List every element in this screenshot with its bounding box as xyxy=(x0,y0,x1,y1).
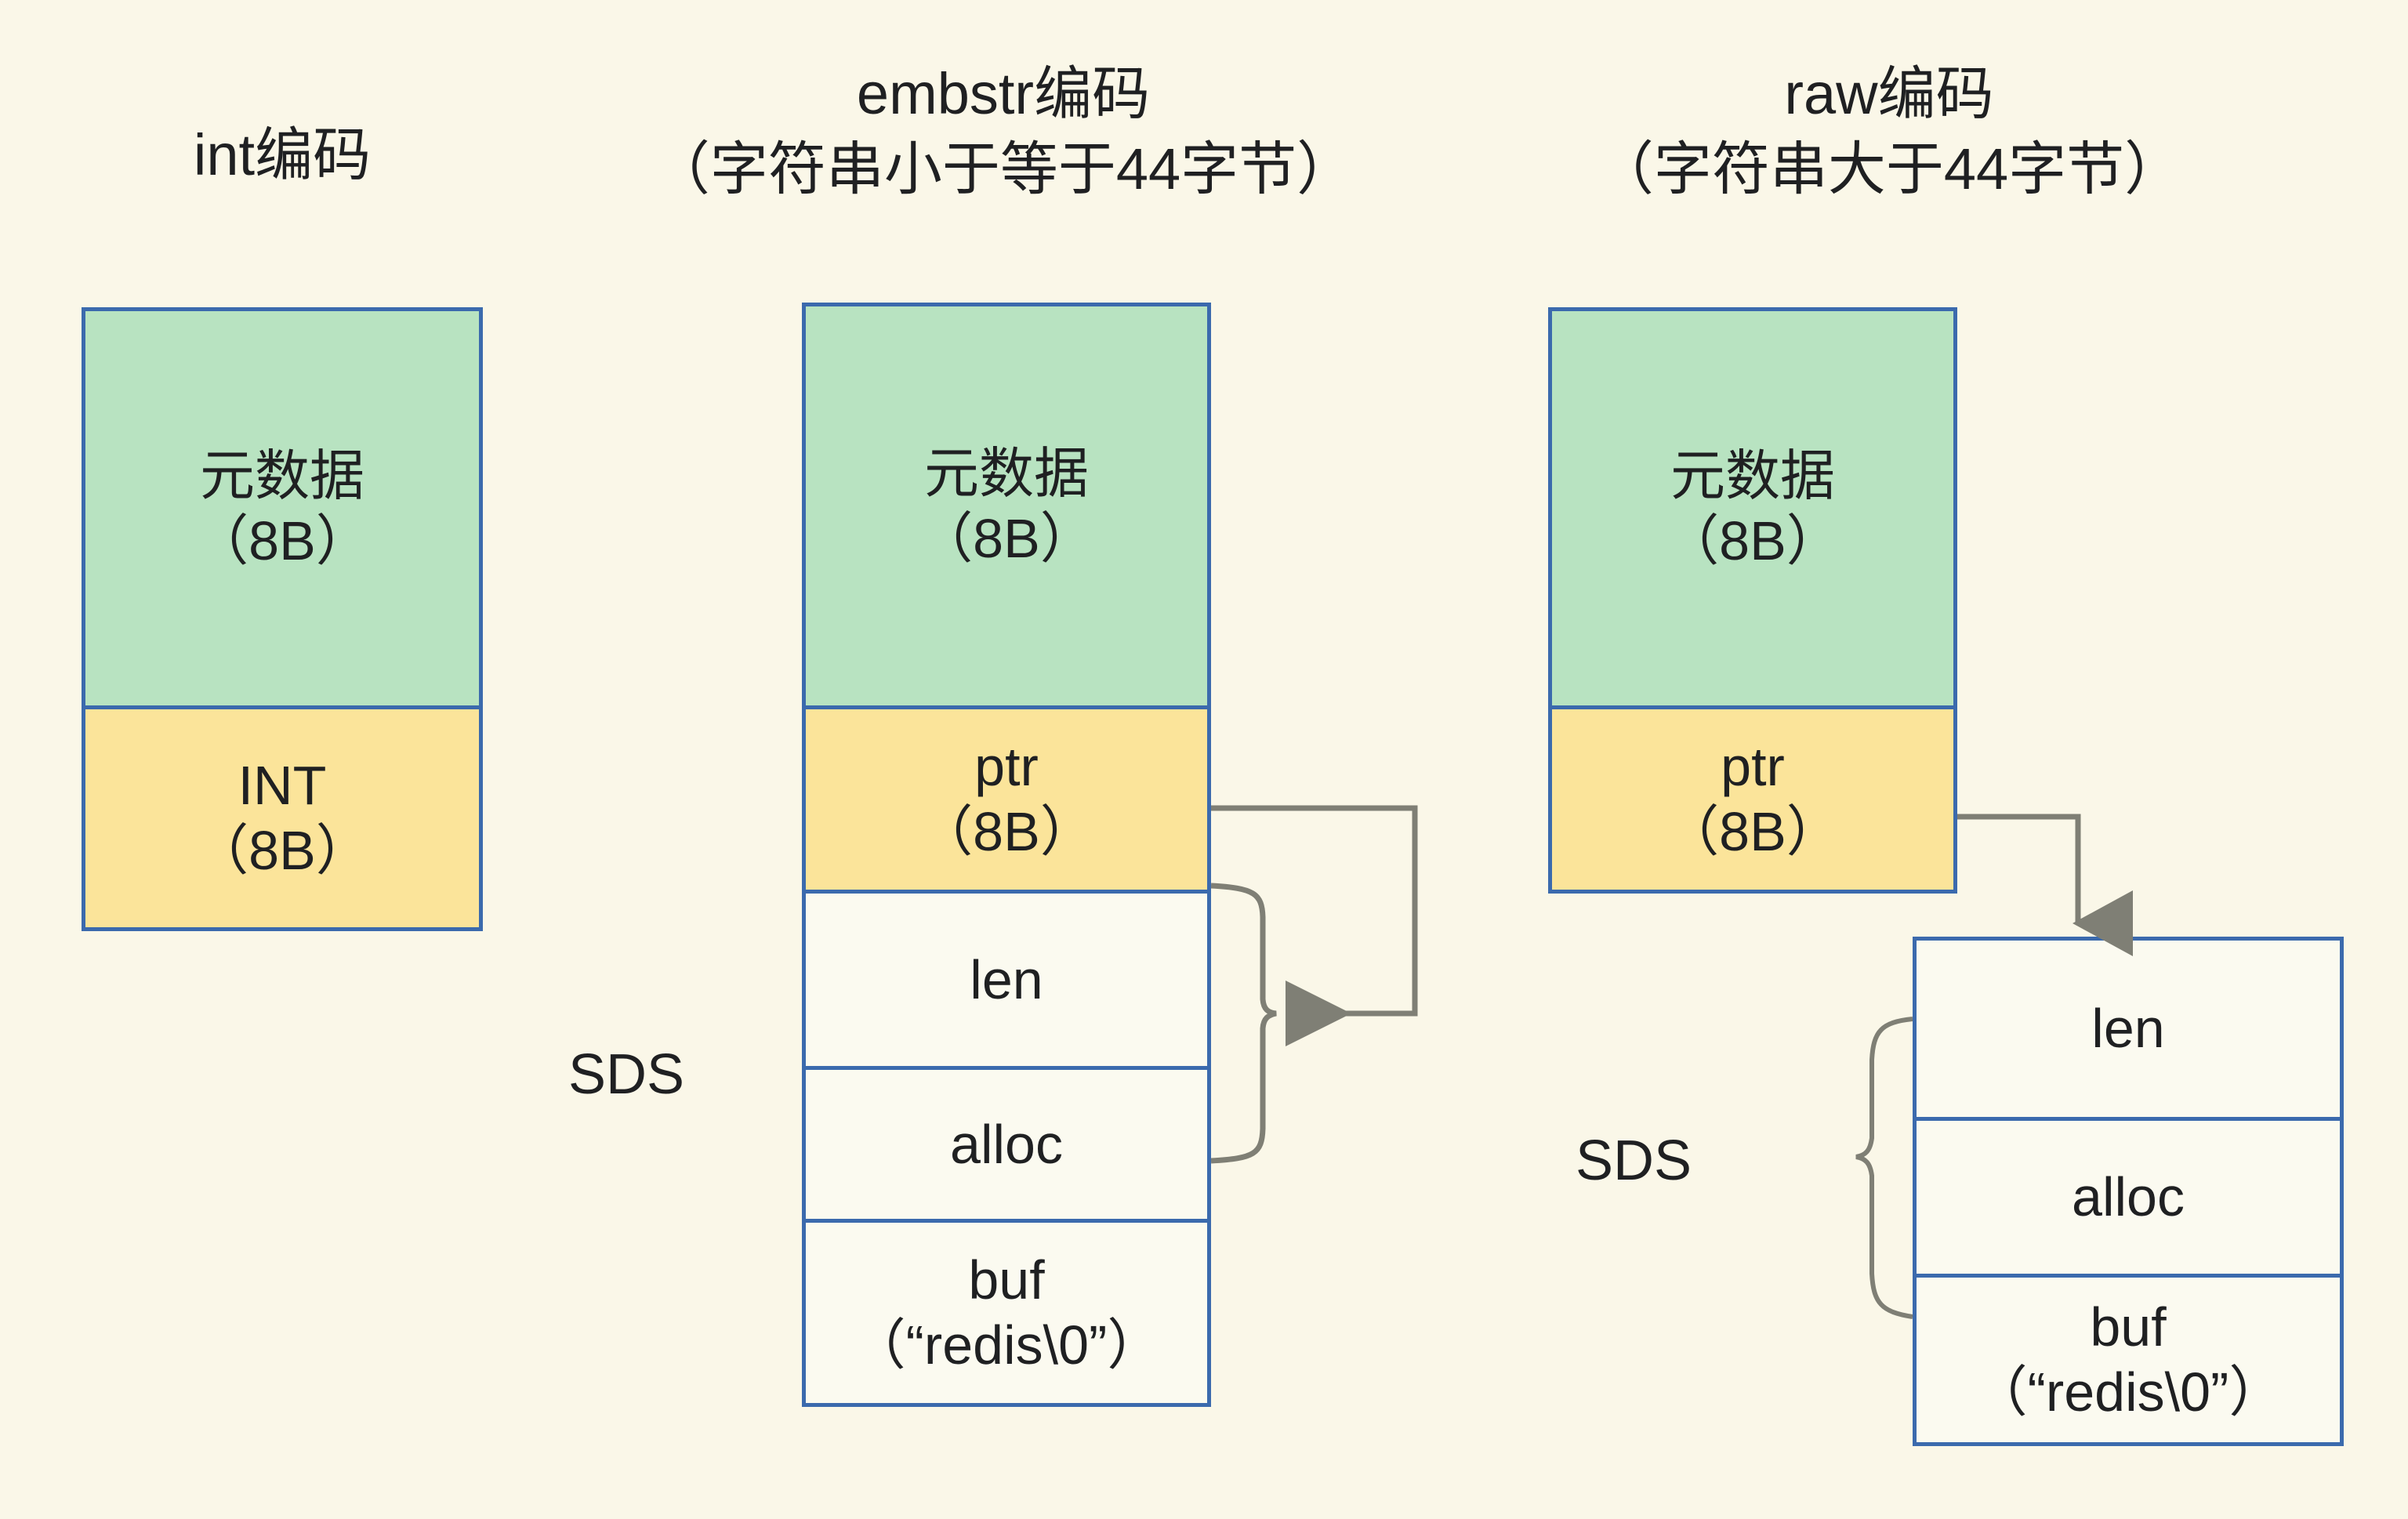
cell-label: alloc xyxy=(950,1113,1063,1175)
sds-brace-embstr xyxy=(1210,883,1277,1164)
cell-embstr-len: len xyxy=(806,894,1207,1066)
sds-brace-raw xyxy=(1855,1017,1913,1319)
sds-label-embstr: SDS xyxy=(568,1043,685,1106)
cell-sublabel: （“redis\0”） xyxy=(1972,1361,2284,1423)
cell-sublabel: （8B） xyxy=(194,820,371,881)
cell-label: alloc xyxy=(2072,1166,2185,1228)
cell-label: 元数据 xyxy=(1670,444,1835,506)
sds-box-raw: len alloc buf （“redis\0”） xyxy=(1913,937,2344,1446)
cell-label: buf xyxy=(2090,1296,2167,1358)
cell-int-value: INT （8B） xyxy=(85,705,479,927)
column-header-int: int编码 xyxy=(82,118,483,193)
header-line2-raw: （字符串大于44字节） xyxy=(1595,136,2183,202)
cell-raw-alloc: alloc xyxy=(1917,1117,2340,1274)
arrow-embstr-ptr-to-sds xyxy=(1211,805,1418,1046)
cell-sublabel: （8B） xyxy=(1664,801,1841,862)
cell-label: INT xyxy=(238,755,327,817)
cell-sublabel: （8B） xyxy=(1664,509,1841,571)
sds-embedded-embstr: len alloc buf （“redis\0”） xyxy=(802,894,1211,1407)
header-line1-embstr: embstr编码 xyxy=(856,61,1151,126)
redis-object-int: 元数据 （8B） INT （8B） xyxy=(82,307,483,931)
cell-raw-ptr: ptr （8B） xyxy=(1552,705,1953,890)
column-header-raw: raw编码 （字符串大于44字节） xyxy=(1474,56,2305,207)
cell-sublabel: （“redis\0”） xyxy=(850,1314,1162,1376)
cell-sublabel: （8B） xyxy=(918,507,1095,569)
cell-raw-metadata: 元数据 （8B） xyxy=(1552,311,1953,705)
cell-embstr-ptr: ptr （8B） xyxy=(806,705,1207,890)
cell-sublabel: （8B） xyxy=(918,801,1095,862)
cell-embstr-metadata: 元数据 （8B） xyxy=(806,306,1207,705)
redis-object-embstr: 元数据 （8B） ptr （8B） xyxy=(802,303,1211,894)
column-header-embstr: embstr编码 （字符串小于等于44字节） xyxy=(549,56,1458,207)
cell-embstr-buf: buf （“redis\0”） xyxy=(806,1219,1207,1403)
cell-embstr-alloc: alloc xyxy=(806,1066,1207,1219)
cell-sublabel: （8B） xyxy=(194,509,371,571)
cell-int-metadata: 元数据 （8B） xyxy=(85,311,479,705)
cell-label: len xyxy=(2091,998,2165,1060)
cell-label: 元数据 xyxy=(200,444,364,506)
cell-label: ptr xyxy=(974,736,1039,798)
cell-raw-buf: buf （“redis\0”） xyxy=(1917,1274,2340,1442)
header-line2-embstr: （字符串小于等于44字节） xyxy=(651,136,1355,202)
arrow-raw-ptr-to-sds xyxy=(1957,814,2133,956)
header-line1-int: int编码 xyxy=(193,122,372,187)
sds-label-raw: SDS xyxy=(1576,1129,1692,1192)
cell-raw-len: len xyxy=(1917,941,2340,1117)
cell-label: len xyxy=(970,948,1043,1010)
cell-label: buf xyxy=(968,1249,1045,1311)
cell-label: ptr xyxy=(1721,736,1785,798)
cell-label: 元数据 xyxy=(924,442,1089,504)
redis-object-raw: 元数据 （8B） ptr （8B） xyxy=(1548,307,1957,894)
header-line1-raw: raw编码 xyxy=(1784,61,1994,126)
